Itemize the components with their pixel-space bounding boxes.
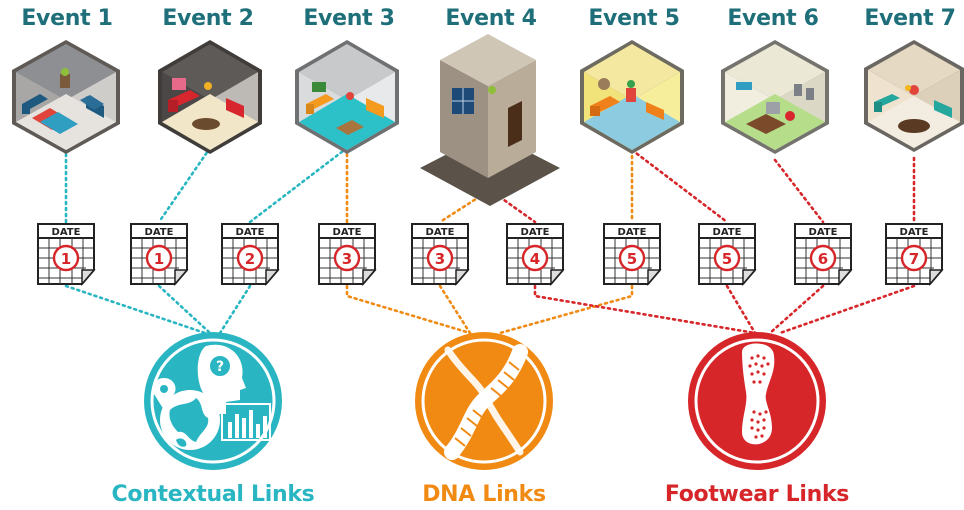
calendar-10: DATE 7: [885, 223, 944, 287]
calendar-4-number: 3: [342, 250, 352, 268]
room-illustration-4: [420, 34, 560, 206]
calendar-2: DATE 1: [130, 223, 189, 287]
room-illustration-3: [295, 40, 399, 154]
calendar-10-word: DATE: [900, 227, 929, 238]
calendar-10-number: 7: [909, 250, 919, 268]
footwear-links-badge: [688, 332, 826, 470]
link-date4-dna: [345, 284, 472, 335]
link-date3-contextual: [218, 284, 252, 335]
room-illustration-5: [580, 40, 684, 154]
link-date5-dna: [438, 284, 472, 335]
calendar-8-word: DATE: [713, 227, 742, 238]
calendar-3-word: DATE: [236, 227, 265, 238]
dna-helix-icon: [444, 344, 528, 460]
calendar-8-number: 5: [722, 250, 732, 268]
calendar-2-number: 1: [154, 250, 164, 268]
calendar-3: DATE 2: [221, 223, 280, 287]
calendar-4: DATE 3: [318, 223, 377, 287]
event-title-6: Event 6: [727, 6, 819, 31]
event-title-4: Event 4: [445, 6, 537, 31]
category-label-footwear: Footwear Links: [664, 482, 850, 507]
calendar-8: DATE 5: [698, 223, 757, 287]
dna-links-badge: [415, 332, 553, 470]
category-label-dna: DNA Links: [422, 482, 546, 507]
event-title-7: Event 7: [864, 6, 956, 31]
calendar-5: DATE 3: [411, 223, 470, 287]
event-title-1: Event 1: [21, 6, 113, 31]
map-pin-icon: [152, 378, 176, 410]
event-title-3: Event 3: [303, 6, 395, 31]
category-label-contextual: Contextual Links: [111, 482, 315, 507]
room-illustration-7: [864, 40, 964, 152]
shoe-print-icon: [742, 343, 775, 445]
event-title-2: Event 2: [162, 6, 254, 31]
link-date1-contextual: [64, 284, 207, 335]
calendar-5-number: 3: [435, 250, 445, 268]
link-date9-footwear: [768, 284, 825, 335]
calendar-3-number: 2: [245, 250, 255, 268]
calendar-6-number: 4: [530, 250, 540, 268]
link-event4-date5: [438, 188, 492, 224]
contextual-links-badge: ?: [144, 332, 282, 470]
room-illustration-1: [12, 40, 120, 154]
bar-chart-icon: [221, 403, 271, 441]
link-date10-footwear: [778, 284, 916, 335]
calendar-2-word: DATE: [145, 227, 174, 238]
calendar-7-number: 5: [627, 250, 637, 268]
link-date7-dna: [498, 284, 634, 335]
calendar-9-number: 6: [818, 250, 828, 268]
link-event6-date9: [773, 158, 825, 224]
date-category-links: [64, 284, 916, 335]
calendar-9-word: DATE: [809, 227, 838, 238]
svg-text:?: ?: [216, 359, 224, 375]
link-event3-date3: [248, 146, 349, 224]
link-date8-footwear: [725, 284, 757, 335]
link-event5-date8: [630, 148, 729, 224]
calendar-1-number: 1: [61, 250, 71, 268]
calendar-1-word: DATE: [52, 227, 81, 238]
globe-icon: [160, 390, 220, 450]
link-date2-contextual: [157, 284, 212, 335]
calendar-5-word: DATE: [426, 227, 455, 238]
calendar-7: DATE 5: [603, 223, 662, 287]
link-event2-date2: [157, 146, 212, 224]
calendar-7-word: DATE: [618, 227, 647, 238]
head-question-icon: ?: [197, 344, 246, 414]
calendar-9: DATE 6: [794, 223, 853, 287]
event-date-links: [64, 146, 916, 224]
calendar-4-word: DATE: [333, 227, 362, 238]
calendar-row: DATE 1 DATE 1 DATE 2: [37, 223, 944, 287]
link-date6-footwear: [533, 284, 757, 335]
room-illustration-6: [721, 40, 829, 154]
calendar-6: DATE 4: [506, 223, 565, 287]
calendar-1: DATE 1: [37, 223, 96, 287]
calendar-6-word: DATE: [521, 227, 550, 238]
room-illustration-2: [158, 40, 262, 154]
event-title-5: Event 5: [588, 6, 680, 31]
